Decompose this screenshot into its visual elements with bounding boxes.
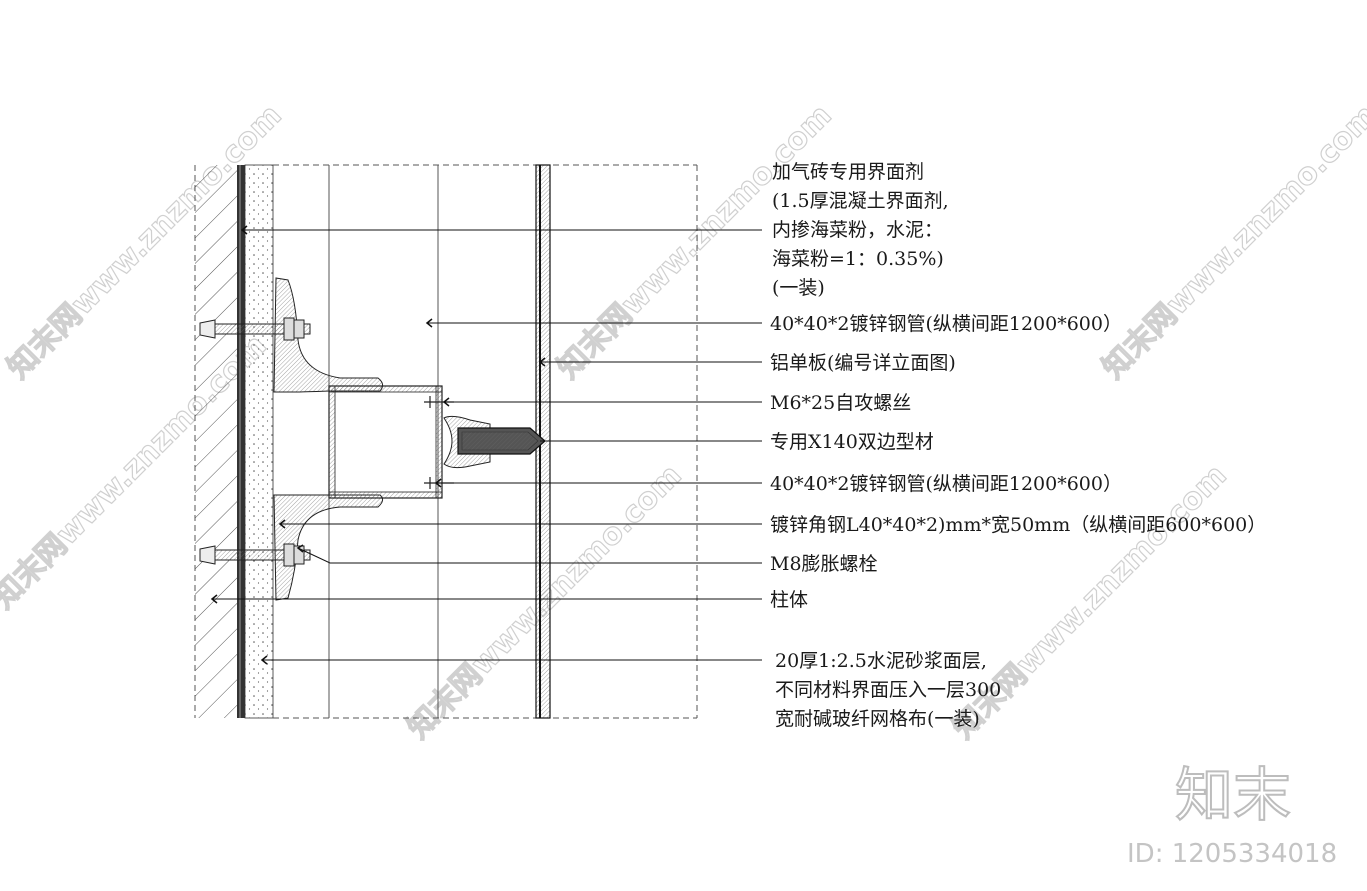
expansion-bolt-bottom [199,543,311,567]
steel-pipe-bottom-label: 40*40*2镀锌钢管(纵横间距1200*600） [770,473,1122,495]
mortar-layer-label-line2: 不同材料界面压入一层300 [775,679,1001,701]
interface-agent-label-line5: (一装) [772,277,825,299]
brand-logo-text: 知末 [1175,761,1291,829]
self-tapping-screw-label: M6*25自攻螺丝 [770,392,911,414]
brand-id-label: ID: 1205334018 [1127,839,1337,869]
interface-agent-label-line3: 内掺海菜粉，水泥： [772,219,943,241]
interface-agent-layer [237,165,245,718]
leader-lines [212,229,762,661]
steel-pipe-top-label: 40*40*2镀锌钢管(纵横间距1200*600） [770,313,1122,335]
mortar-layer-label-line3: 宽耐碱玻纤网格布(一装) [775,708,980,730]
interface-agent-label-line4: 海菜粉=1：0.35%) [772,248,944,270]
profile-label: 专用X140双边型材 [770,431,934,453]
column-label: 柱体 [770,589,808,611]
column-hatch [195,165,237,718]
annotation-labels: 加气砖专用界面剂 (1.5厚混凝土界面剂, 内掺海菜粉，水泥： 海菜粉=1：0.… [770,161,1266,730]
leader-arrows [210,225,546,665]
angle-steel-bottom [273,494,384,601]
expansion-bolt-label: M8膨胀螺栓 [770,553,878,575]
angle-steel-label: 镀锌角钢L40*40*2)mm*宽50mm（纵横间距600*600） [770,514,1266,536]
interface-agent-label-line1: 加气砖专用界面剂 [772,161,924,183]
angle-steel-top [273,277,384,393]
mortar-layer-label-line1: 20厚1:2.5水泥砂浆面层, [775,650,987,672]
watermark-text: 知末网www.znzmo.com [946,458,1234,746]
steel-pipe [328,385,443,499]
watermark-text: 知末网www.znzmo.com [551,98,839,386]
aluminum-panel-label: 铝单板(编号详立面图) [770,352,956,374]
x140-profile [443,415,546,469]
watermark-text: 知末网www.znzmo.com [1096,98,1367,386]
expansion-bolt-top [199,317,311,341]
mortar-layer [244,164,274,719]
interface-agent-label-line2: (1.5厚混凝土界面剂, [772,190,949,212]
